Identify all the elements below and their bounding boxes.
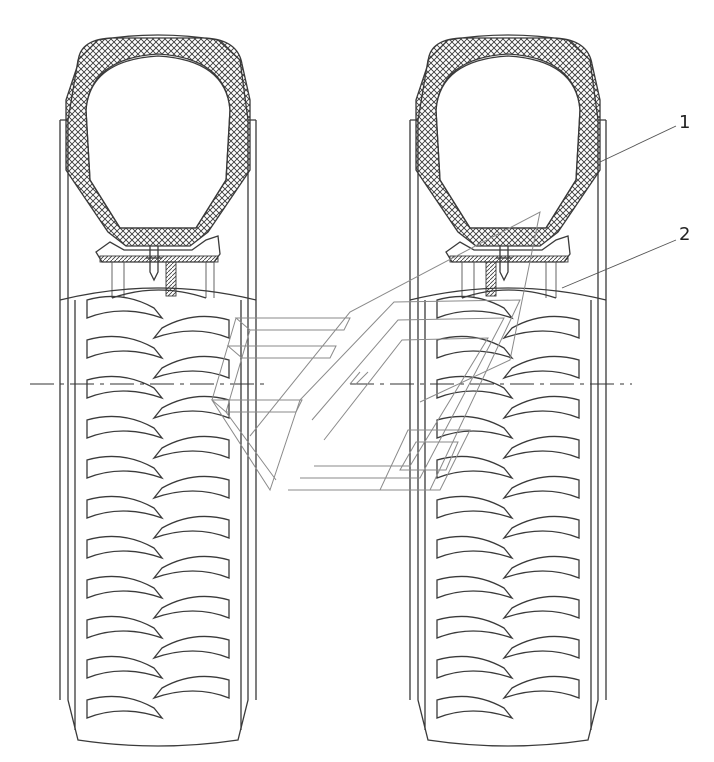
inner-tube-left: [85, 55, 231, 229]
tire-left: [59, 34, 257, 747]
rim-base-right: [449, 255, 569, 263]
hub-bar-left: [165, 261, 177, 297]
tire-section-hatch-right: [415, 37, 601, 247]
tire-outer-contour-right: [417, 34, 599, 747]
tire-right: [409, 34, 607, 747]
callout-leader-1: [599, 125, 677, 163]
rim-base-left: [99, 255, 219, 263]
callout-label-1: 1: [679, 112, 691, 133]
hub-bar-right: [485, 261, 497, 297]
sidewall-lines-left: [59, 300, 257, 730]
tire-section-hatch-left: [65, 37, 251, 247]
tread-pattern-left: [86, 295, 230, 719]
valve-right: [496, 246, 512, 282]
watermark-logo: [210, 211, 541, 492]
tread-pattern-right: [436, 295, 580, 719]
callout-label-2: 2: [679, 224, 691, 245]
tread-top-left: [59, 287, 257, 301]
tire-outer-contour-left: [67, 34, 249, 747]
valve-left: [146, 246, 162, 282]
tread-top-right: [409, 287, 607, 301]
callout-leader-2: [561, 239, 677, 289]
inner-tube-right: [435, 55, 581, 229]
